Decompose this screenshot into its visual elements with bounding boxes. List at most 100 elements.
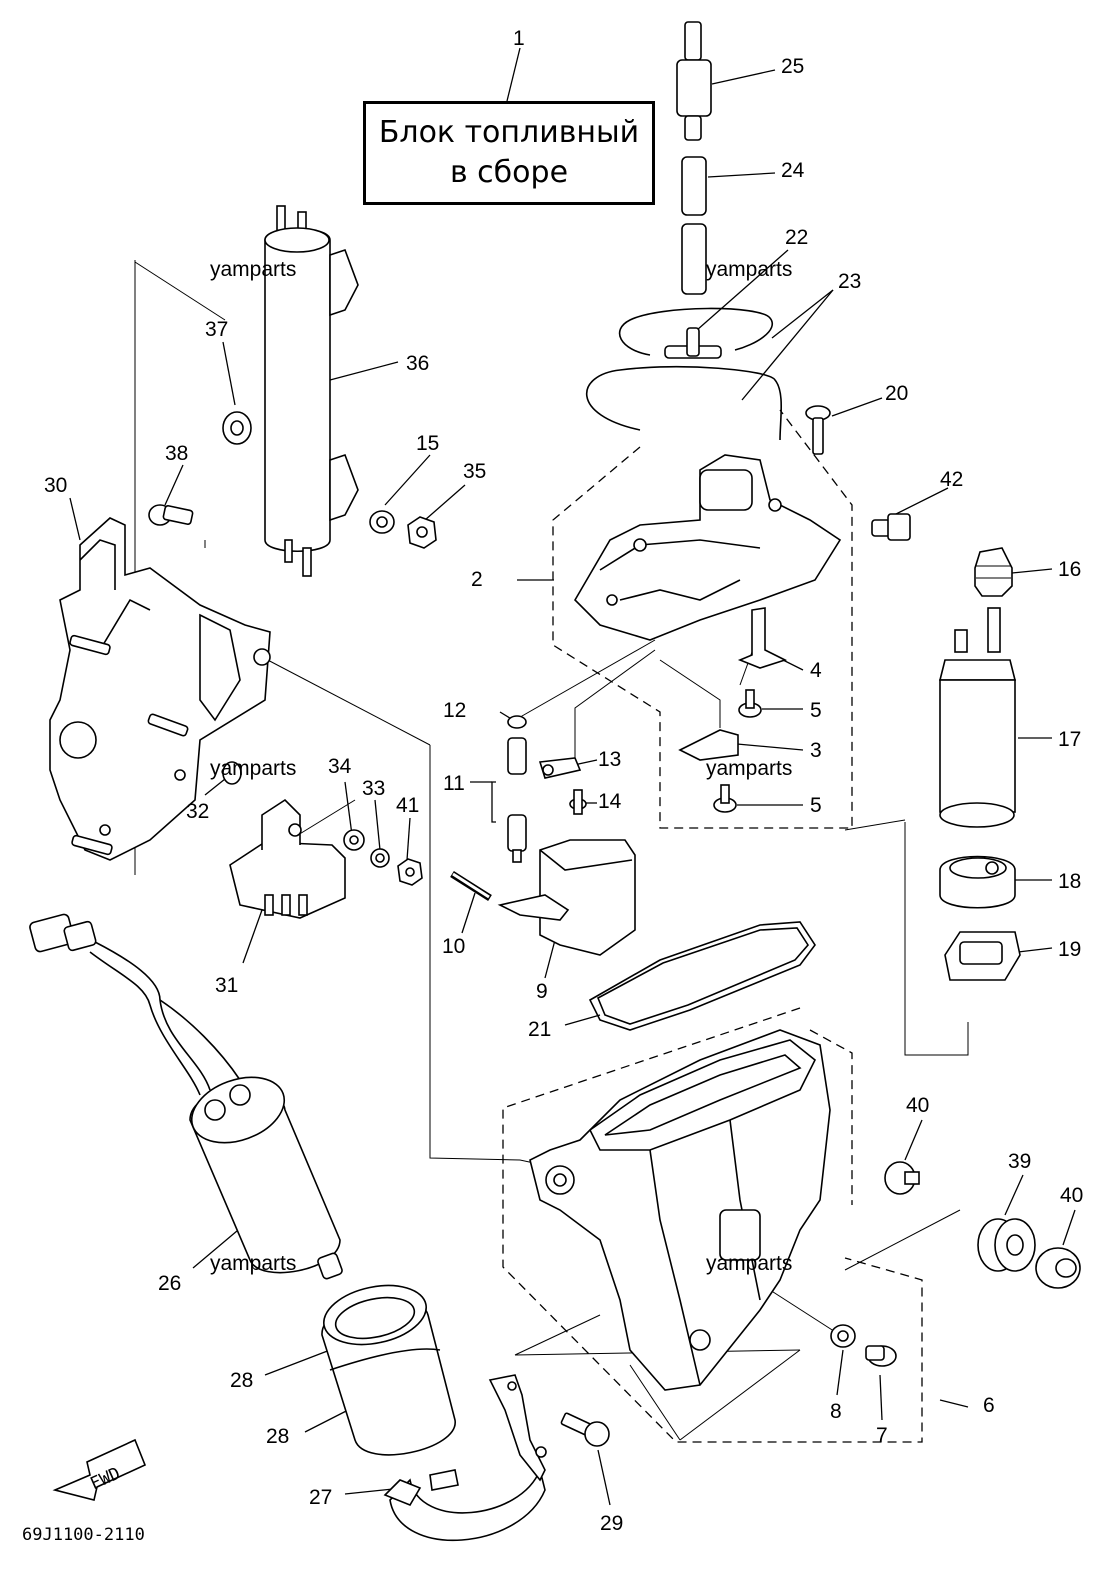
- callout-2: 2: [471, 568, 483, 591]
- part-16-cap: [974, 547, 1013, 597]
- callout-11: 11: [443, 772, 465, 795]
- part-3-plate: [678, 729, 739, 761]
- callout-35: 35: [463, 460, 486, 483]
- part-20-screw: [805, 405, 831, 455]
- part-11-valves: [507, 737, 527, 863]
- part-14-screw: [569, 789, 587, 815]
- callout-1: 1: [513, 27, 525, 50]
- callout-23: 23: [838, 270, 861, 293]
- callout-22: 22: [785, 226, 808, 249]
- callout-12: 12: [443, 699, 466, 722]
- part-37-collar: [222, 411, 252, 445]
- part-23-hoses: [585, 307, 783, 441]
- part-35-nut: [407, 516, 437, 549]
- part-29-bolt: [560, 1412, 610, 1447]
- part-39-mount: [977, 1218, 1036, 1272]
- callout-33: 33: [362, 777, 385, 800]
- assembly-outlines: [502, 409, 969, 1443]
- callout-9: 9: [536, 980, 548, 1003]
- part-24-hose: [681, 156, 707, 295]
- callout-25: 25: [781, 55, 804, 78]
- part-19-strainer: [944, 931, 1021, 981]
- callout-30: 30: [44, 474, 67, 497]
- callout-34: 34: [328, 755, 352, 778]
- callout-24: 24: [781, 159, 805, 182]
- watermark-1: yamparts: [210, 258, 296, 281]
- callout-32: 32: [186, 800, 209, 823]
- callout-40a: 40: [906, 1094, 929, 1117]
- part-15-washer: [369, 510, 395, 534]
- drawing-code: 69J1100-2110: [22, 1525, 145, 1545]
- part-31-relay: [229, 798, 346, 919]
- callout-36: 36: [406, 352, 429, 375]
- watermark-6: yamparts: [706, 1252, 792, 1275]
- part-6-float-chamber: [529, 1029, 831, 1391]
- part-25-fitting: [676, 21, 712, 141]
- callout-39: 39: [1008, 1150, 1031, 1173]
- part-26-electric-pump: [29, 913, 343, 1280]
- part-40-grommet-b: [1035, 1247, 1081, 1289]
- part-4-bracket: [737, 607, 788, 669]
- callout-26: 26: [158, 1272, 181, 1295]
- part-38-bolt: [148, 504, 194, 526]
- assembly-title-line2: в сборе: [449, 155, 569, 190]
- callout-18: 18: [1058, 870, 1081, 893]
- part-2-top-cover: [573, 454, 842, 641]
- callout-17: 17: [1058, 728, 1081, 751]
- assembly-title-line1: Блок топливный: [378, 115, 640, 150]
- part-42-plug: [871, 513, 911, 541]
- callout-16: 16: [1058, 558, 1081, 581]
- part-27-clamp: [383, 1374, 547, 1542]
- part-33-lock-washer: [370, 848, 390, 868]
- part-18-holder: [939, 855, 1016, 909]
- part-34-washer: [343, 829, 365, 851]
- part-28-rubber-sleeve: [321, 1284, 456, 1456]
- callout-4: 4: [810, 659, 822, 682]
- callout-41: 41: [396, 794, 419, 817]
- part-21-gasket: [588, 921, 816, 1031]
- part-30-bracket: [49, 517, 271, 861]
- callout-37: 37: [205, 318, 228, 341]
- callout-21: 21: [528, 1018, 551, 1041]
- callout-42: 42: [940, 468, 963, 491]
- callout-19: 19: [1058, 938, 1081, 961]
- part-7-screw: [865, 1345, 897, 1367]
- callout-38: 38: [165, 442, 188, 465]
- watermark-2: yamparts: [706, 258, 792, 281]
- part-10-pin: [450, 871, 492, 901]
- part-36-vapor-separator: [264, 205, 359, 577]
- fwd-arrow-icon: FWD: [52, 1438, 147, 1501]
- callout-29: 29: [600, 1512, 623, 1535]
- callout-5a: 5: [810, 699, 822, 722]
- watermarks: yamparts yamparts yamparts yamparts yamp…: [210, 258, 792, 1275]
- callout-5b: 5: [810, 794, 822, 817]
- part-40-grommet-a: [884, 1161, 920, 1195]
- watermark-4: yamparts: [706, 757, 792, 780]
- callout-10: 10: [442, 935, 465, 958]
- callout-27: 27: [309, 1486, 332, 1509]
- callout-20: 20: [885, 382, 908, 405]
- part-22-t-joint: [664, 327, 722, 359]
- part-41-nut: [397, 858, 423, 886]
- callout-31: 31: [215, 974, 238, 997]
- callout-15: 15: [416, 432, 439, 455]
- part-9-float: [497, 839, 636, 956]
- part-13-clip: [538, 757, 582, 779]
- part-12-o-ring: [507, 715, 527, 729]
- watermark-5: yamparts: [210, 1252, 296, 1275]
- part-17-fuel-pump: [938, 607, 1017, 828]
- callout-40b: 40: [1060, 1184, 1083, 1207]
- watermark-3: yamparts: [210, 757, 296, 780]
- part-5-screw-a: [738, 689, 762, 718]
- part-32-collar: [222, 761, 242, 785]
- part-8-washer: [830, 1324, 856, 1348]
- part-5-screw-b: [713, 784, 737, 813]
- callout-13: 13: [598, 748, 621, 771]
- assembly-title-box: Блок топливный в сборе: [363, 101, 655, 205]
- callout-8: 8: [830, 1400, 842, 1423]
- callout-numbers: 1 2 3 4 5 5 6 7 8 9 10 11 12 13 14 15 16…: [44, 27, 1083, 1535]
- callout-14: 14: [598, 790, 622, 813]
- callout-7: 7: [876, 1424, 888, 1447]
- callout-28b: 28: [266, 1425, 289, 1448]
